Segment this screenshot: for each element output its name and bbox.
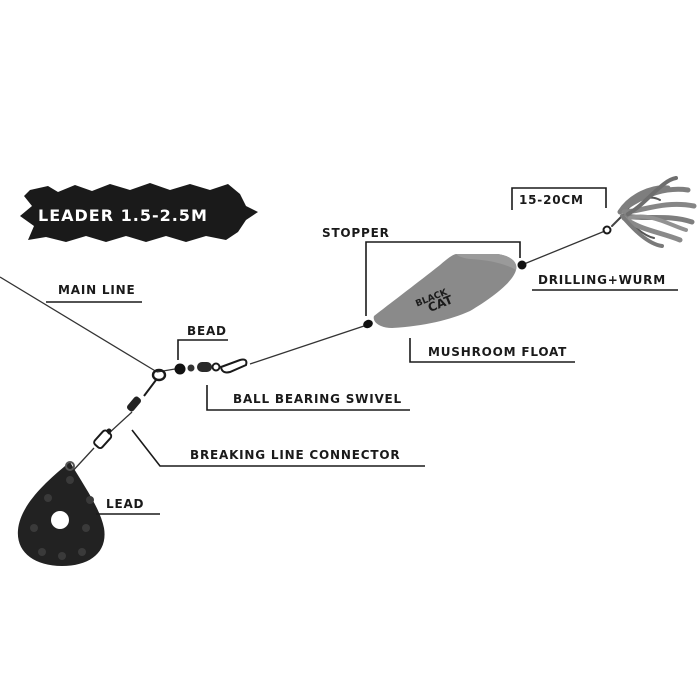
swivel-pointer bbox=[206, 385, 410, 411]
drilling-worm bbox=[611, 176, 697, 248]
float-pointer bbox=[409, 338, 575, 363]
hook-eye bbox=[602, 225, 612, 235]
mushroom-float: BLACK CAT bbox=[373, 254, 517, 328]
main-line bbox=[0, 276, 158, 373]
mushroom-float-label: MUSHROOM FLOAT bbox=[428, 345, 567, 359]
junction-ring bbox=[151, 368, 167, 382]
connector-pointer bbox=[131, 429, 425, 467]
ball-bearing-swivel-label: BALL BEARING SWIVEL bbox=[233, 392, 402, 406]
leader-label: LEADER 1.5-2.5M bbox=[38, 206, 208, 225]
drilling-wurm-label: DRILLING+WURM bbox=[538, 273, 666, 287]
bead-pointer bbox=[177, 339, 228, 360]
breaking-line-connector bbox=[93, 428, 113, 450]
connector-line-upper bbox=[107, 411, 133, 435]
stopper-pointer bbox=[365, 241, 521, 316]
stopper-label: STOPPER bbox=[322, 226, 390, 240]
stopper-bead-lower bbox=[363, 319, 373, 329]
main-line-label: MAIN LINE bbox=[58, 283, 135, 297]
ball-bearing-swivel bbox=[187, 358, 248, 374]
bead bbox=[174, 363, 186, 375]
leader-line bbox=[249, 325, 365, 365]
breaking-line-connector-label: BREAKING LINE CONNECTOR bbox=[190, 448, 400, 462]
hook-line bbox=[523, 230, 606, 265]
lead-weight bbox=[17, 461, 105, 566]
line-to-bead bbox=[156, 368, 176, 373]
lead-label: LEAD bbox=[106, 497, 144, 511]
distance-label: 15-20CM bbox=[519, 193, 584, 207]
stopper-bead-upper bbox=[517, 260, 527, 270]
branch-swivel bbox=[127, 379, 157, 412]
leader-banner: LEADER 1.5-2.5M bbox=[20, 183, 258, 242]
distance-bracket bbox=[511, 187, 607, 210]
bead-label: BEAD bbox=[187, 324, 227, 338]
